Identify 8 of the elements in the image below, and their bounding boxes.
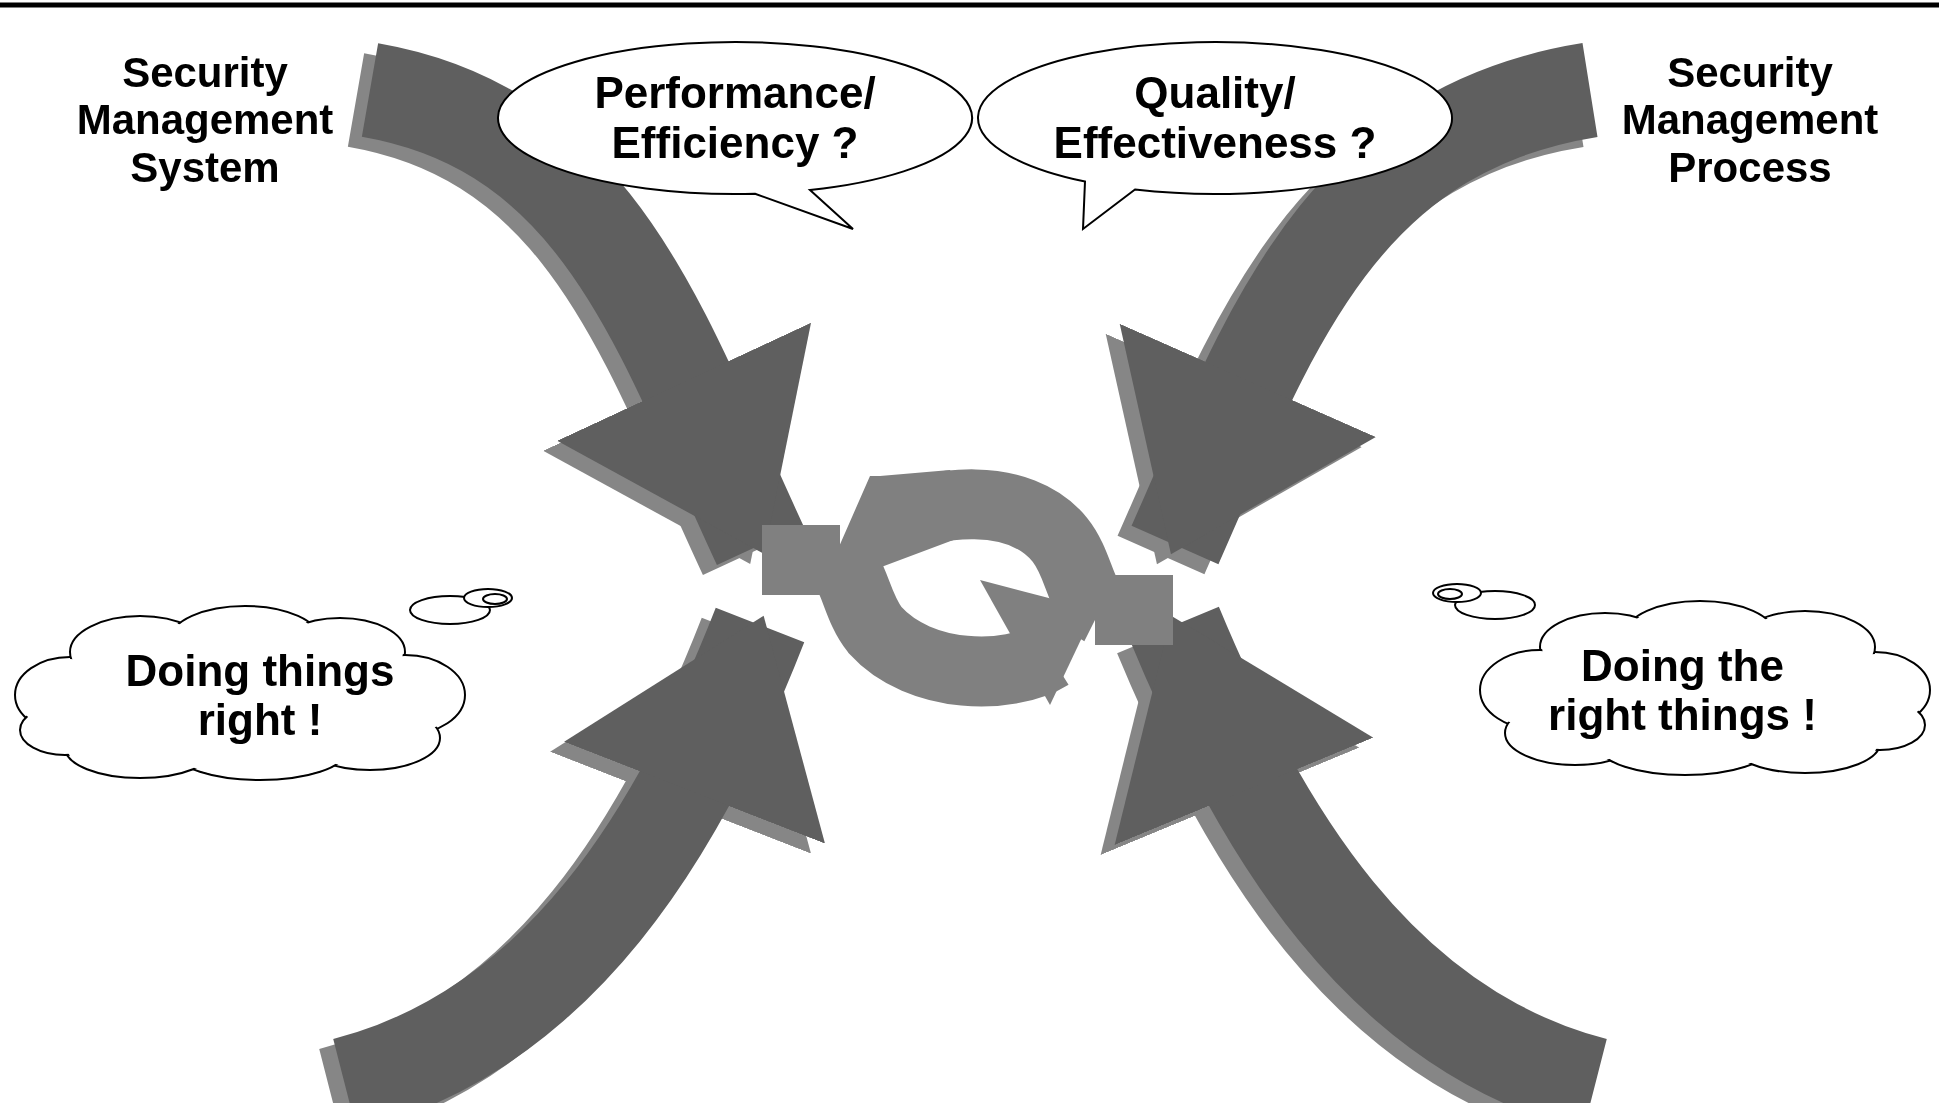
cloud-text: Doing things right ! [124,645,396,745]
curved-arrow [330,607,822,1103]
bubble-text: Performance/ Efficiency ? [593,68,877,167]
text-label: Security Management System [40,35,370,205]
cloud-text: Doing the right things ! [1547,640,1818,740]
text-label: Security Management Process [1590,35,1910,205]
bubble-text: Quality/ Effectiveness ? [1052,68,1378,167]
curved-arrow [1117,606,1610,1103]
